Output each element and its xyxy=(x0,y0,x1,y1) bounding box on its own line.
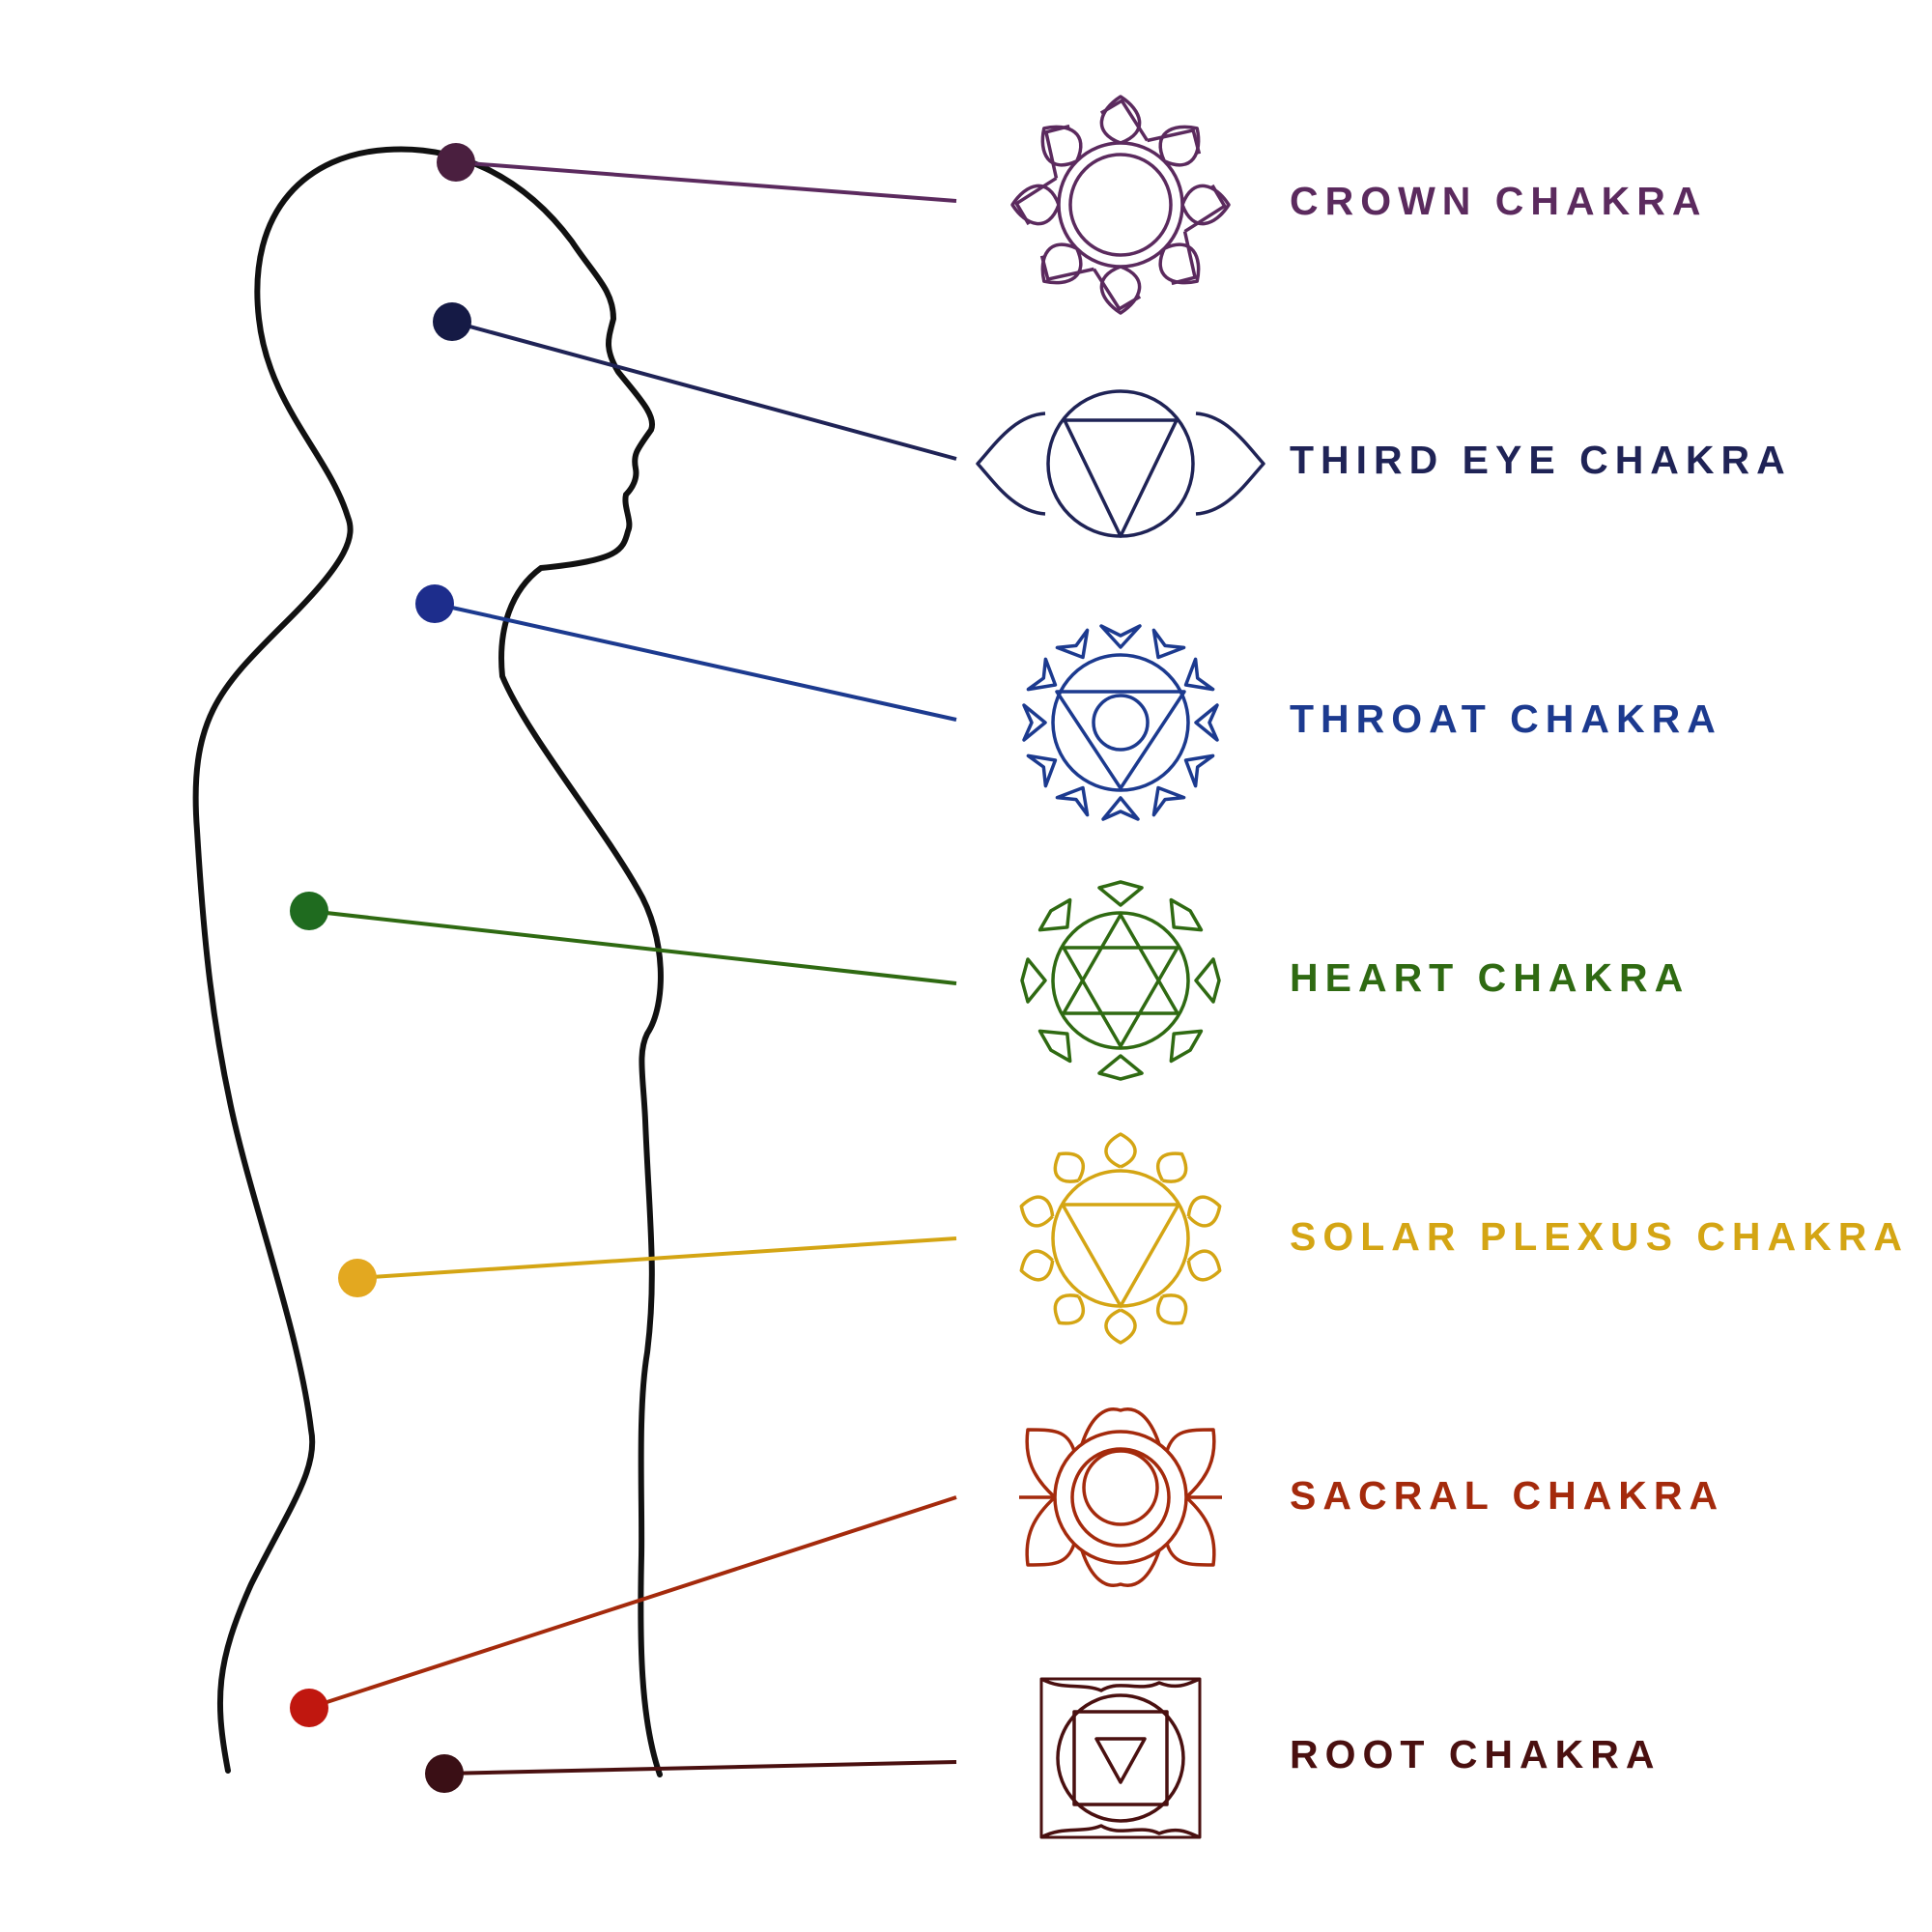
sacral-symbol-icon xyxy=(1019,1407,1222,1587)
throat-connector xyxy=(434,602,957,722)
solar-plexus-dot xyxy=(338,1259,377,1297)
third-eye-connector xyxy=(451,320,957,461)
throat-symbol-icon xyxy=(1022,624,1219,821)
heart-label: HEART CHAKRA xyxy=(1290,955,1690,1000)
third-eye-symbol-icon xyxy=(976,389,1265,538)
solar-plexus-connector xyxy=(356,1236,957,1280)
throat-dot xyxy=(415,584,454,623)
chakra-dots xyxy=(290,143,475,1793)
root-dot xyxy=(425,1754,464,1793)
sacral-dot xyxy=(290,1689,328,1727)
root-label: ROOT CHAKRA xyxy=(1290,1732,1661,1776)
heart-connector xyxy=(308,909,957,985)
connector-lines xyxy=(308,160,957,1776)
solar-plexus-symbol-icon xyxy=(1019,1132,1222,1345)
crown-dot xyxy=(437,143,475,182)
chakra-labels: CROWN CHAKRA THIRD EYE CHAKRA THROAT CHA… xyxy=(1290,179,1909,1776)
root-connector xyxy=(443,1760,957,1776)
heart-symbol-icon xyxy=(1020,880,1221,1081)
solar-plexus-label: SOLAR PLEXUS CHAKRA xyxy=(1290,1214,1909,1259)
third-eye-dot xyxy=(433,302,471,341)
heart-dot xyxy=(290,892,328,930)
sacral-label: SACRAL CHAKRA xyxy=(1290,1473,1724,1518)
crown-symbol-icon xyxy=(1010,95,1231,315)
crown-label: CROWN CHAKRA xyxy=(1290,179,1707,223)
throat-label: THROAT CHAKRA xyxy=(1290,696,1722,741)
third-eye-label: THIRD EYE CHAKRA xyxy=(1290,438,1792,482)
root-symbol-icon xyxy=(1039,1677,1202,1839)
body-outline xyxy=(192,146,664,1777)
crown-connector xyxy=(455,160,957,203)
sacral-connector xyxy=(308,1495,957,1710)
